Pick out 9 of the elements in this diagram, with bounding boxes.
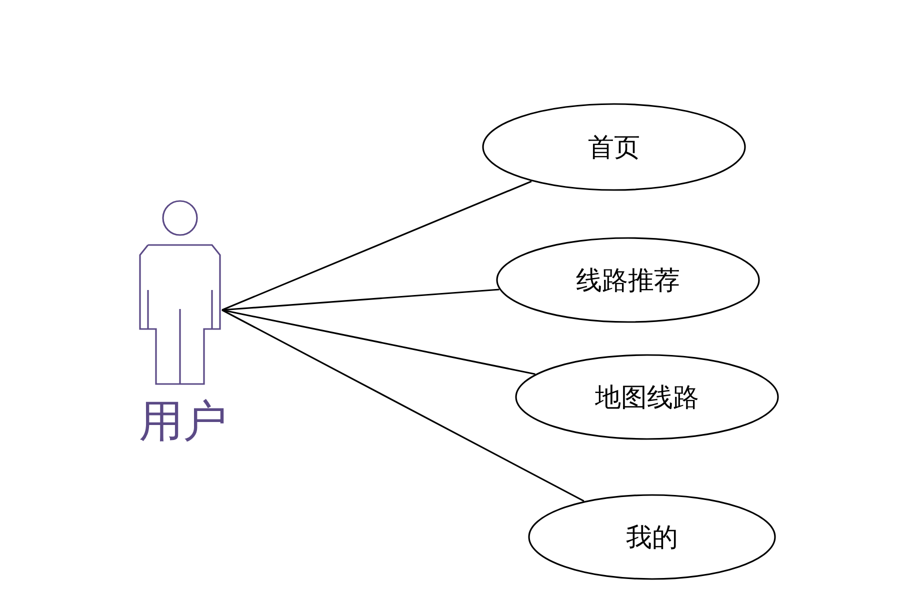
association-line: [222, 288, 500, 311]
association-line: [222, 309, 536, 375]
use-case-label: 我的: [626, 522, 678, 554]
use-case-label: 线路推荐: [576, 264, 680, 298]
use-case-label: 地图线路: [595, 382, 699, 414]
actor-name: 用户: [138, 395, 228, 449]
association-line: [222, 309, 584, 502]
association-line: [222, 180, 532, 311]
use-case-label: 首页: [588, 132, 640, 164]
